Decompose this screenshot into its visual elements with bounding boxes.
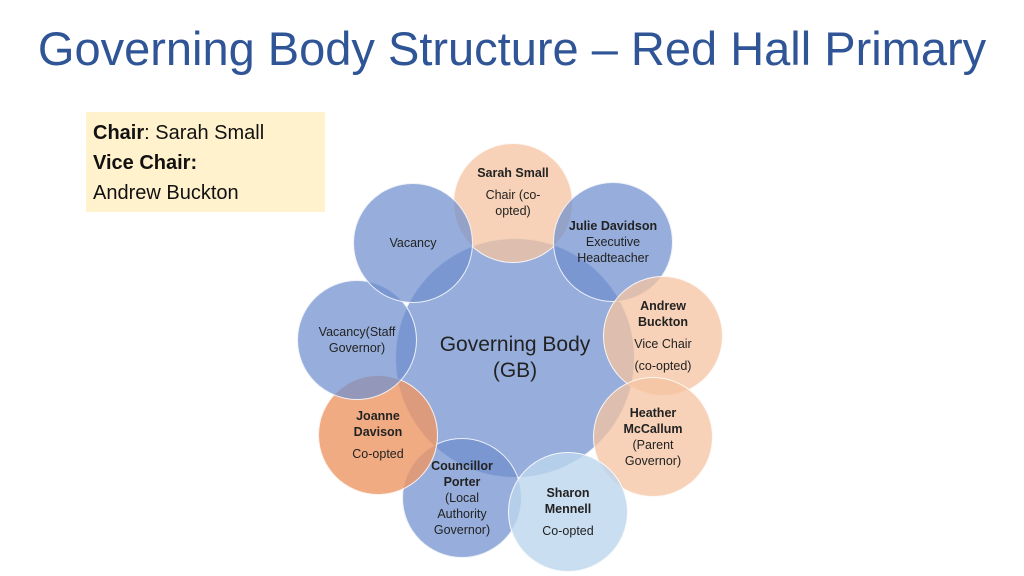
member-name: Julie Davidson bbox=[568, 219, 658, 233]
center-label: Governing Body bbox=[439, 333, 591, 356]
member-name: Councillor Porter bbox=[431, 459, 493, 489]
page-title: Governing Body Structure – Red Hall Prim… bbox=[37, 22, 987, 75]
member-name: Sarah Small bbox=[477, 166, 549, 180]
member-role: Co-opted bbox=[542, 524, 594, 538]
member-role: (Local Authority Governor) bbox=[433, 491, 491, 537]
member-role: (co-opted) bbox=[634, 359, 692, 373]
member-name: Heather McCallum bbox=[623, 406, 683, 436]
vice-chair-value: Andrew Buckton bbox=[93, 182, 239, 204]
center-sublabel: (GB) bbox=[492, 359, 538, 382]
member-role: Vacancy(Staff Governor) bbox=[318, 325, 396, 355]
member-role: Co-opted bbox=[352, 447, 404, 461]
member-role: Vacancy bbox=[389, 236, 437, 250]
vice-chair-label: Vice Chair: bbox=[93, 152, 198, 174]
chair-label: Chair bbox=[93, 122, 145, 144]
member-role: Chair (co-opted) bbox=[485, 188, 541, 218]
member-name: Joanne Davison bbox=[353, 409, 403, 439]
member-name: Andrew Buckton bbox=[638, 299, 688, 329]
member-role: Executive Headteacher bbox=[577, 235, 649, 265]
chair-value: : Sarah Small bbox=[144, 122, 265, 144]
member-role: (Parent Governor) bbox=[624, 438, 682, 468]
member-role: Vice Chair bbox=[634, 337, 692, 351]
member-circle-vacancy: Vacancy bbox=[353, 183, 473, 303]
chair-info-box: Chair: Sarah Small Vice Chair: Andrew Bu… bbox=[86, 112, 325, 212]
member-name: Sharon Mennell bbox=[544, 486, 592, 516]
